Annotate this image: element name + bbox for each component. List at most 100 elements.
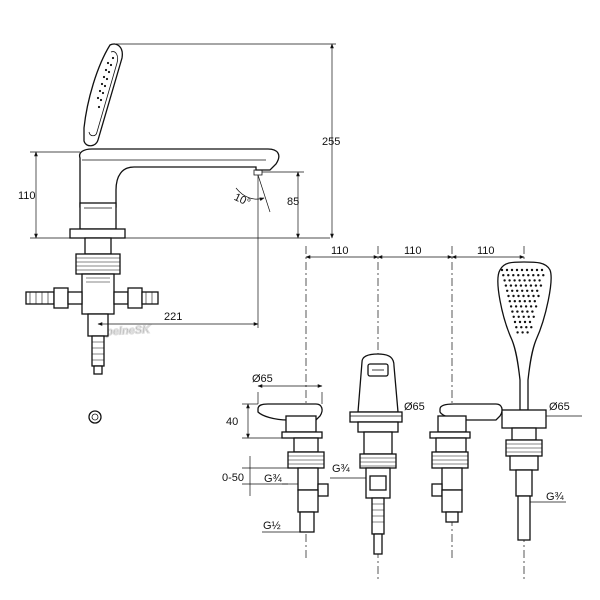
shower-nozzle (523, 320, 527, 324)
shower-nozzle (513, 300, 516, 303)
dim-255-label: 255 (322, 136, 340, 148)
shower-nozzle (515, 268, 519, 272)
shower-nozzle (533, 279, 536, 282)
shower-nozzle (517, 315, 520, 318)
shower-nozzle (516, 331, 519, 334)
shower-nozzle (531, 289, 534, 292)
shower-nozzle (514, 305, 518, 308)
shower-nozzle (525, 326, 528, 329)
shower-nozzle (533, 300, 536, 303)
shower-nozzle (523, 300, 526, 303)
shower-nozzle (509, 305, 513, 308)
shower-nozzle (512, 315, 515, 318)
dim-thread-left-lower-label: G½ (263, 520, 281, 532)
shower-nozzle (508, 279, 511, 282)
shower-head-front (497, 261, 552, 411)
shower-nozzles (500, 268, 545, 334)
shower-nozzle (524, 305, 528, 308)
side-view: 255 110 85 10° 221 (18, 43, 340, 424)
shower-nozzle (528, 300, 531, 303)
dim-thread-left-upper-label: G¾ (264, 473, 283, 485)
shower-nozzle (512, 274, 515, 277)
dim-85-label: 85 (287, 196, 299, 208)
shower-nozzle (535, 268, 539, 272)
shower-nozzle (526, 289, 529, 292)
shower-nozzle (518, 300, 521, 303)
dim-thread-shower-label: G¾ (546, 491, 565, 503)
shower-nozzle (511, 310, 514, 313)
shower-nozzle (515, 326, 518, 329)
shower-nozzle (516, 289, 519, 292)
front-view: 110 110 110 (222, 245, 582, 580)
dim-diameter-left-label: Ø65 (252, 373, 273, 385)
shower-nozzle (528, 320, 532, 324)
shower-nozzle (532, 274, 535, 277)
shower-nozzle (522, 294, 525, 298)
shower-nozzle (532, 315, 535, 318)
shower-nozzle (522, 315, 525, 318)
shower-nozzle (511, 289, 514, 292)
shower-nozzle (506, 289, 509, 292)
spout-body-front (357, 353, 399, 413)
shower-nozzle (525, 268, 529, 272)
shower-nozzle (508, 300, 511, 303)
shower-nozzle (513, 279, 516, 282)
shower-nozzle (537, 294, 540, 298)
shower-nozzle (529, 305, 533, 308)
shower-nozzle (522, 274, 525, 277)
shower-nozzle (513, 320, 517, 324)
dim-deck-range-label: 0-50 (222, 472, 244, 484)
shower-nozzle (514, 284, 518, 287)
shower-nozzle (504, 284, 508, 287)
shower-nozzle (532, 294, 535, 298)
shower-nozzle (519, 305, 523, 308)
dim-diameter-shower-label: Ø65 (549, 401, 570, 413)
shower-nozzle (542, 274, 545, 277)
shower-nozzle (534, 284, 538, 287)
shower-nozzle (520, 326, 523, 329)
shower-nozzle (521, 289, 524, 292)
shower-nozzle (505, 268, 509, 272)
dim-diameter-spout-label: Ø65 (404, 401, 425, 413)
shower-nozzle (518, 279, 521, 282)
shower-nozzle (512, 294, 515, 298)
shower-nozzle (509, 284, 513, 287)
shower-nozzle (523, 279, 526, 282)
shower-nozzle (517, 274, 520, 277)
dim-221-label: 221 (164, 311, 182, 323)
side-escutcheon (79, 202, 117, 230)
shower-nozzle (538, 279, 541, 282)
shower-nozzle (516, 310, 519, 313)
shower-nozzle (521, 310, 524, 313)
shower-nozzle (534, 305, 538, 308)
dim-spacing-2-label: 110 (404, 245, 422, 257)
shower-nozzle (536, 289, 539, 292)
shower-nozzle (507, 294, 510, 298)
side-drain-ring (88, 410, 102, 424)
shower-nozzle (530, 326, 533, 329)
side-underdeck-assembly (25, 237, 159, 375)
shower-nozzle (530, 268, 534, 272)
dim-110-spout-label: 110 (18, 190, 36, 202)
side-hand-shower (83, 43, 123, 147)
shower-nozzle (521, 331, 524, 334)
shower-nozzle (503, 279, 506, 282)
shower-nozzle (527, 315, 530, 318)
shower-nozzle (539, 284, 543, 287)
spout-center (349, 353, 403, 555)
shower-nozzle (502, 274, 505, 277)
shower-nozzle (528, 279, 531, 282)
shower-nozzle (537, 274, 540, 277)
shower-nozzle (517, 294, 520, 298)
shower-nozzle (520, 268, 524, 272)
shower-nozzle (540, 268, 544, 272)
hand-shower-front (497, 261, 552, 541)
side-base-plate (69, 228, 126, 239)
shower-nozzle (529, 284, 533, 287)
shower-nozzle (531, 310, 534, 313)
shower-nozzle (500, 268, 504, 272)
dim-spacing-1-label: 110 (331, 245, 349, 257)
dim-40-label: 40 (226, 416, 238, 428)
side-shower-nozzles (96, 56, 115, 109)
